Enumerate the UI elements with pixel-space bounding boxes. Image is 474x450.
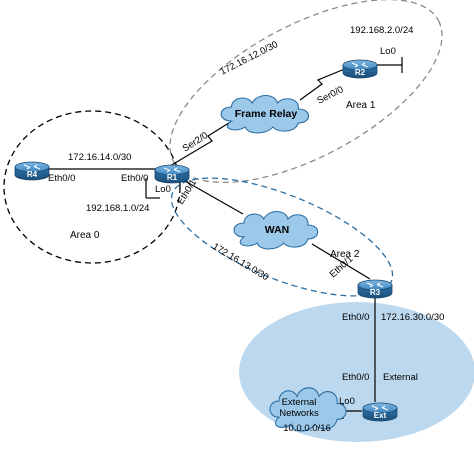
router-r3-label: R3 — [370, 288, 381, 297]
area2-label: Area 2 — [330, 249, 360, 260]
area0-boundary — [3, 110, 181, 264]
subnet-r3-ext: 172.16.30.0/30 — [381, 312, 444, 323]
iface-r1-lo0: Lo0 — [155, 184, 171, 195]
iface-r2-ser00: Ser0/0 — [315, 84, 345, 107]
wan-label: WAN — [265, 224, 290, 236]
area1-label: Area 1 — [346, 100, 376, 111]
subnet-r1-r4: 172.16.14.0/30 — [68, 152, 131, 163]
external-networks-line1: External — [282, 397, 317, 408]
router-r4-label: R4 — [27, 170, 38, 179]
r1-loopback-stub — [145, 178, 160, 199]
router-r3[interactable]: R3 — [357, 279, 393, 299]
iface-r4-eth00: Eth0/0 — [48, 173, 75, 184]
router-ext[interactable]: Ext — [362, 402, 398, 422]
iface-r2-lo0: Lo0 — [380, 46, 396, 57]
link-r1-wan — [177, 176, 244, 215]
subnet-r2-loopback: 192.168.2.0/24 — [350, 25, 413, 36]
subnet-r1-loopback: 192.168.1.0/24 — [86, 203, 149, 214]
router-r1[interactable]: R1 — [154, 164, 190, 184]
r2-loopback-stub — [375, 57, 403, 73]
router-ext-label: Ext — [374, 411, 387, 420]
external-area-label: External — [383, 372, 418, 383]
area1-boundary — [169, 0, 443, 184]
area0-label: Area 0 — [70, 230, 100, 241]
iface-ext-lo0: Lo0 — [339, 396, 355, 407]
router-r2[interactable]: R2 — [342, 59, 378, 79]
router-r4[interactable]: R4 — [14, 161, 50, 181]
link-wan-r3 — [311, 243, 371, 280]
router-r1-label: R1 — [167, 173, 178, 182]
link-r1-frame-relay — [169, 120, 233, 167]
external-networks-line3: 10.0.0.0/16 — [283, 423, 331, 434]
link-frame-relay-r2 — [299, 65, 353, 101]
iface-ext-eth00: Eth0/0 — [342, 372, 369, 383]
external-networks-line2: Networks — [279, 408, 319, 419]
frame-relay-label: Frame Relay — [235, 108, 298, 120]
area2-boundary — [170, 177, 394, 297]
subnet-frame-relay: 172.16.12.0/30 — [218, 39, 279, 78]
iface-r1-eth00: Eth0/0 — [121, 173, 148, 184]
iface-r3-eth00: Eth0/0 — [342, 312, 369, 323]
router-r2-label: R2 — [355, 68, 366, 77]
